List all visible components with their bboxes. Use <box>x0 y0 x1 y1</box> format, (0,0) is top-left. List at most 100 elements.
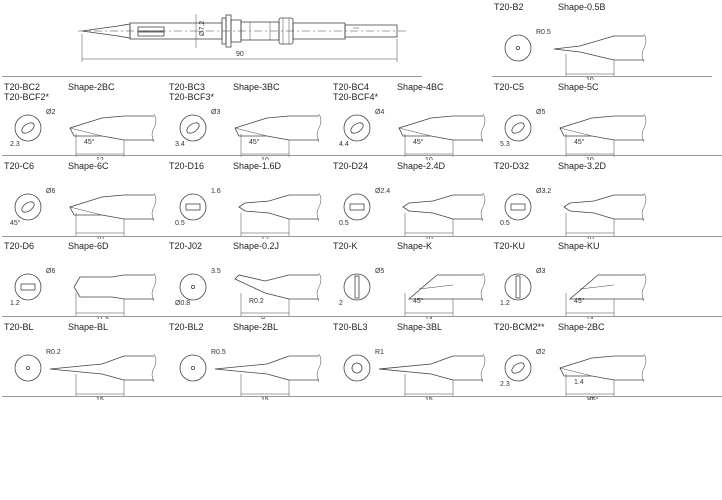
bevel-line <box>559 127 593 137</box>
dimension-label: R1 <box>375 349 384 356</box>
dimension-label: 2.3 <box>10 141 20 148</box>
dimension-label: 0.5 <box>500 220 510 227</box>
break-line <box>316 272 322 302</box>
tip-profile <box>553 35 615 61</box>
bevel-line <box>398 127 432 137</box>
tip-drawing: Ø44.445°10 <box>339 109 486 160</box>
dimension-label: Ø2 <box>536 349 545 356</box>
tip-code: T20-BL3 <box>333 322 368 332</box>
tip-drawing: 3.5Ø0.8R0.29 <box>175 268 322 319</box>
separator-line <box>2 155 722 156</box>
tip-shape: Shape-2BC <box>68 82 115 92</box>
tip-drawing: Ø3.20.510 <box>500 188 647 239</box>
dimension-label: 45° <box>588 396 599 400</box>
bevel-line <box>579 284 615 290</box>
dimension-label: Ø3 <box>536 268 545 275</box>
separator-line <box>492 76 712 77</box>
tip-point <box>190 285 195 290</box>
tip-drawing: Ø61.211.5 <box>10 268 157 319</box>
length-dimension-label: 10 <box>586 77 594 80</box>
tip-code: T20-C5 <box>494 82 525 92</box>
tip-drawing: Ø31.245°14 <box>500 268 647 319</box>
length-dimension-label: 10 <box>261 157 269 160</box>
front-view-outline <box>343 354 371 382</box>
dimension-label: R0.5 <box>536 29 551 36</box>
tip-shape: Shape-6C <box>68 161 109 171</box>
bevel-face <box>511 362 525 374</box>
tip-shape: Shape-3BC <box>233 82 280 92</box>
tip-code: T20-BC3 <box>169 82 206 92</box>
tip-shape: Shape-4BC <box>397 82 444 92</box>
dimension-label: 5.3 <box>500 141 510 148</box>
tip-profile <box>49 355 125 381</box>
break-line <box>151 192 157 222</box>
bevel-face <box>21 201 35 213</box>
tip-shape: Shape-K <box>397 241 433 251</box>
tip-drawing: Ø33.445°10 <box>175 109 322 160</box>
blade-face <box>515 275 521 299</box>
dimension-label: R0.5 <box>211 349 226 356</box>
length-dimension-label: 12 <box>586 397 594 400</box>
length-dimension-label: 15 <box>425 397 433 400</box>
length-dimension-label: 11.5 <box>96 316 109 319</box>
dimension-label: 45° <box>249 138 260 146</box>
tip-point <box>351 362 363 374</box>
tip-shape: Shape-0.2J <box>233 241 280 251</box>
tip-code: T20-BL2 <box>169 322 204 332</box>
dimension-label: Ø6 <box>46 268 55 275</box>
tip-profile <box>234 274 290 300</box>
length-dimension-label: 10 <box>425 236 433 239</box>
dimension-label: Ø5 <box>536 109 545 116</box>
front-view-outline <box>343 273 371 301</box>
tip-code: T20-BL <box>4 322 34 332</box>
length-dimension-label: 10 <box>425 157 433 160</box>
length-dimension-label: 15 <box>96 397 104 400</box>
dimension-label: 2 <box>339 300 343 307</box>
dimension-label: 3.4 <box>175 141 185 148</box>
length-dimension-label: 10 <box>586 236 594 239</box>
bevel-line <box>234 127 268 137</box>
dimension-label: Ø5 <box>375 268 384 275</box>
tip-code: T20-C6 <box>4 161 35 171</box>
front-view-outline <box>179 193 207 221</box>
tip-profile <box>563 194 615 220</box>
diameter-label: Ø7.2 <box>199 21 206 36</box>
tip-drawing: R0.515 <box>179 349 322 400</box>
tip-code: T20-B2 <box>494 2 524 12</box>
tip-profile <box>559 355 615 381</box>
tip-profile <box>402 194 454 220</box>
dimension-label: 1.4 <box>574 379 584 386</box>
tip-shape: Shape-2.4D <box>397 161 446 171</box>
tip-point <box>25 366 30 371</box>
dimension-label: R0.2 <box>46 349 61 356</box>
break-line <box>151 353 157 383</box>
front-view-outline <box>504 354 532 382</box>
front-view-outline <box>14 354 42 382</box>
tip-code: T20-KU <box>494 241 526 251</box>
tip-profile <box>559 115 615 141</box>
dimension-label: 45° <box>413 138 424 146</box>
tip-drawing: R0.2 15 <box>14 349 157 400</box>
front-view-outline <box>504 114 532 142</box>
full-tip-drawing: 90 Ø7.2 <box>78 14 408 62</box>
tip-profile <box>238 194 290 220</box>
tip-profile <box>234 115 290 141</box>
tip-shape: Shape-3.2D <box>558 161 607 171</box>
tip-code-alt: T20-BCF2* <box>4 92 50 102</box>
front-view-outline <box>504 193 532 221</box>
dimension-label: 45° <box>84 138 95 146</box>
tip-profile <box>378 355 454 381</box>
tip-profile <box>73 274 125 300</box>
tip-code: T20-BCM2** <box>494 322 545 332</box>
break-line <box>151 113 157 143</box>
tip-code: T20-BC2 <box>4 82 41 92</box>
